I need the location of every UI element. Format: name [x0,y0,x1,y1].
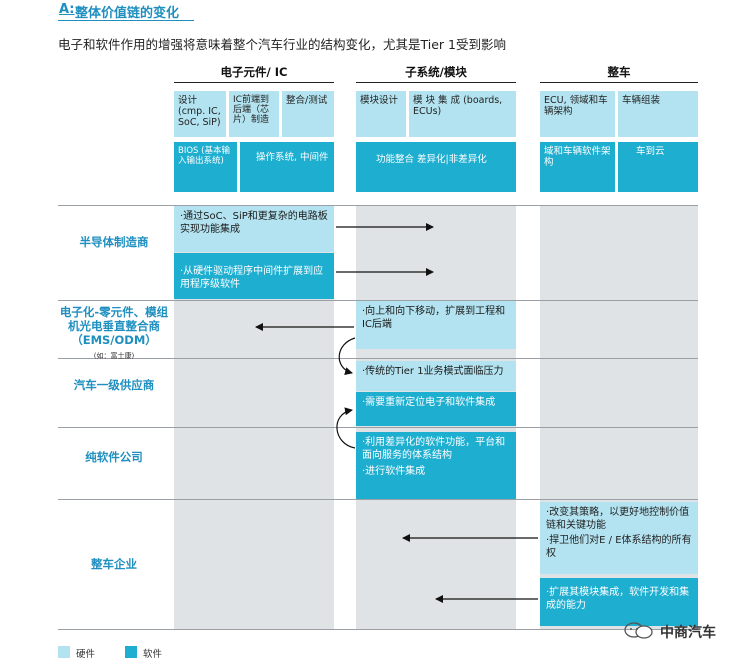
watermark-text: 中商汽车 [660,625,716,641]
row-rule [58,300,698,301]
row-label-semiconductor: 半导体制造商 [79,235,149,249]
wechat-icon [622,620,656,640]
column-header-subsystems: 子系统/模块 [405,65,467,79]
box-ic-backend: IC前端到后端（芯片）制造 [229,91,279,137]
title-prefix: A: [59,2,75,17]
row-label-ems: 电子化-零元件、模组机光电垂直整合商（EMS/ODM） (如：富士康) [58,305,170,363]
arrow-curve-ems-to-tier1 [338,337,356,375]
note-semi-integration: ·通过SoC、SiP和更复杂的电路板实现功能集成 [174,206,334,252]
row-label-tier1: 汽车一级供应商 [73,378,155,392]
note-tier1-pressure: ·传统的Tier 1业务模式面临压力 [356,361,516,391]
note-sw-integration: ·进行软件集成 [362,466,426,477]
box-function-integration: 功能整合 差异化|非差异化 [356,142,516,192]
column-rule-vehicle [540,82,698,83]
box-module-integration: 模 块 集 成 (boards, ECUs) [409,91,516,137]
box-module-design: 模块设计 [356,91,406,137]
row-sublabel-ems: (如：富士康) [93,352,135,360]
legend-hardware-label: 硬件 [76,649,96,660]
note-sw-differentiation: ·利用差异化的软件功能，平台和面向服务的体系结构 [362,437,506,461]
row-rule [58,205,698,206]
row-rule [58,499,698,500]
box-integration-test: 整合/测试 [282,91,334,137]
legend-hardware-swatch [58,646,70,658]
box-bios: BIOS (基本输入输出系统) [174,142,237,192]
column-header-electronics: 电子元件/ IC [220,65,288,79]
title-underline [58,20,194,21]
row-rule [58,427,698,428]
box-os-middleware: 操作系统, 中间件 [240,142,334,192]
note-tier1-reposition: ·需要重新定位电子和软件集成 [356,392,516,426]
note-oem-ownership: ·捍卫他们对E / E体系结构的所有权 [546,535,692,559]
note-ems-move: ·向上和向下移动，扩展到工程和IC后端 [356,301,516,349]
arrow-curve-software-to-tier1 [336,407,356,449]
subtitle: 电子和软件作用的增强将意味着整个汽车行业的结构变化，尤其是Tier 1受到影响 [58,37,506,52]
legend-software-swatch [125,646,137,658]
note-oem-control: ·改变其策略，以更好地控制价值链和关键功能 [546,507,690,531]
legend-software-label: 软件 [143,649,163,660]
row-label-software-company: 纯软件公司 [85,450,143,464]
column-rule-subsystems [356,82,516,83]
note-software-company: ·利用差异化的软件功能，平台和面向服务的体系结构 ·进行软件集成 [356,432,516,499]
row-label-oem: 整车企业 [91,557,137,571]
note-oem-capability: ·扩展其模块集成，软件开发和集成的能力 [540,578,698,626]
page-title: 整体价值链的变化 [75,6,180,21]
box-design: 设计 (cmp. IC, SoC, SiP) [174,91,226,137]
column-header-vehicle: 整车 [607,65,631,79]
column-rule-electronics [174,82,334,83]
note-semi-software: ·从硬件驱动程序中间件扩展到应用程序级软件 [174,253,334,299]
row-rule [58,358,698,359]
box-car-to-cloud: 车到云 [618,142,698,192]
row-label-ems-text: 电子化-零元件、模组机光电垂直整合商（EMS/ODM） [59,305,169,347]
box-ecu-domain: ECU, 领域和车辆架构 [540,91,615,137]
row-rule [58,629,698,630]
box-vehicle-assembly: 车辆组装 [618,91,698,137]
note-oem-strategy: ·改变其策略，以更好地控制价值链和关键功能 ·捍卫他们对E / E体系结构的所有… [540,502,698,574]
box-domain-software: 域和车辆软件架构 [540,142,615,192]
